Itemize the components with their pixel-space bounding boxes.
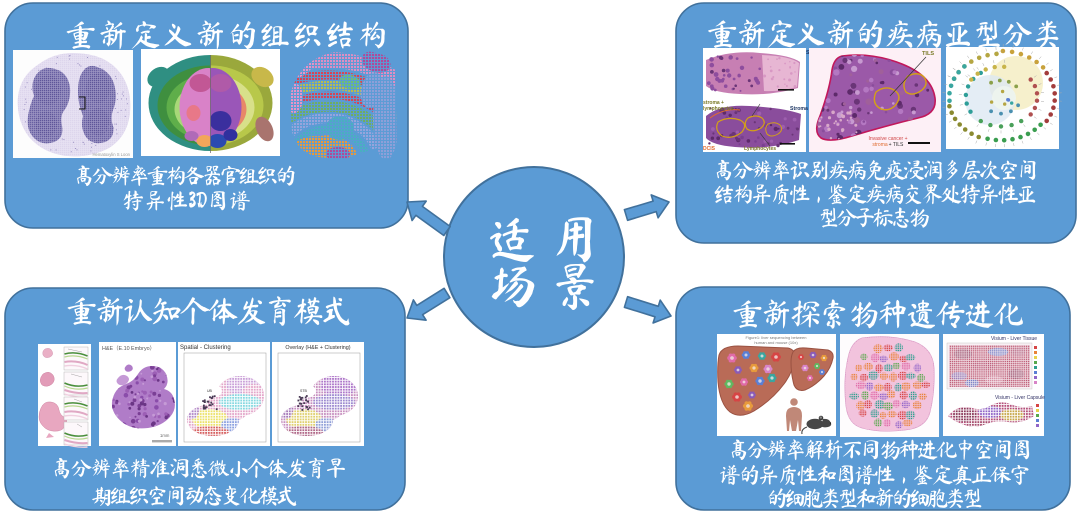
svg-text:H&E（E.10 Embryo）: H&E（E.10 Embryo） bbox=[102, 345, 155, 352]
svg-text:+ TILS: + TILS bbox=[889, 142, 904, 148]
svg-text:human and mouse (10x): human and mouse (10x) bbox=[754, 340, 798, 345]
svg-text:DCIS: DCIS bbox=[703, 146, 716, 152]
svg-text:1mm: 1mm bbox=[160, 433, 170, 438]
svg-text:TILS: TILS bbox=[922, 51, 934, 57]
svg-text:Visium - Liver Capsule: Visium - Liver Capsule bbox=[995, 395, 1045, 401]
svg-text:UB: UB bbox=[207, 389, 213, 393]
svg-text:Spatial - Clustering: Spatial - Clustering bbox=[180, 345, 231, 351]
svg-text:Hematoxylin S Loon: Hematoxylin S Loon bbox=[93, 152, 131, 157]
svg-text:Visium - Liver Tissue: Visium - Liver Tissue bbox=[991, 336, 1037, 342]
svg-text:lymphocytes: lymphocytes bbox=[703, 106, 734, 112]
svg-text:stroma: stroma bbox=[872, 142, 888, 148]
svg-text:Stroma: Stroma bbox=[790, 106, 808, 112]
svg-text:- - - -: - - - - bbox=[997, 48, 1006, 53]
svg-text:Lymphocytes: Lymphocytes bbox=[744, 146, 776, 152]
svg-text:Overlay (H&E + Clustering): Overlay (H&E + Clustering) bbox=[285, 345, 350, 351]
svg-text:STB: STB bbox=[300, 389, 307, 393]
